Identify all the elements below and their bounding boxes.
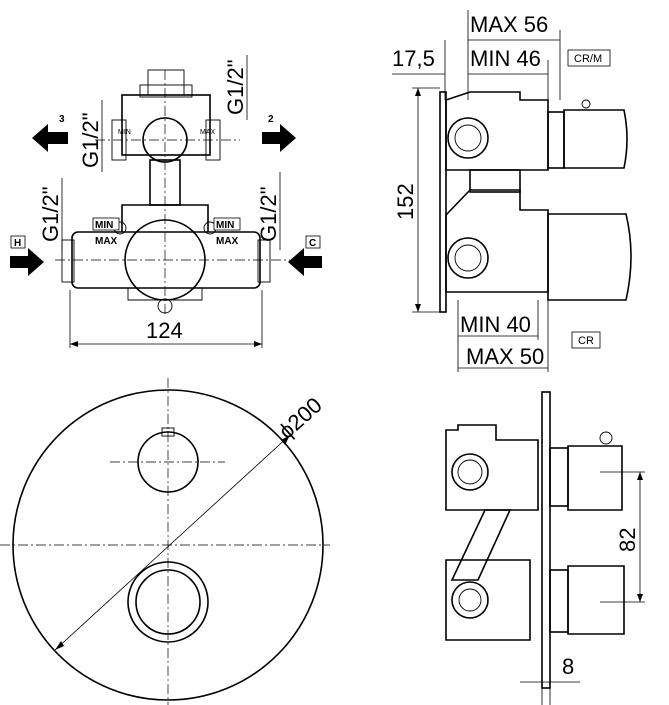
tag-cr: CR <box>571 331 601 349</box>
svg-text:MAX: MAX <box>216 236 239 247</box>
port-2-arrow: 2 <box>262 114 296 152</box>
port-3-arrow: 3 <box>32 114 68 152</box>
upper-side-body <box>445 91 549 171</box>
svg-text:H: H <box>14 238 21 249</box>
lower-knob-side <box>567 565 625 635</box>
height-dimension: 152 <box>393 183 418 220</box>
upper-knob-side <box>567 445 623 511</box>
cover-plate-edge <box>541 391 551 689</box>
front-plate-view: ϕ200 <box>0 378 330 705</box>
upper-port-circle <box>142 117 188 163</box>
svg-text:CR/M: CR/M <box>574 53 602 65</box>
lower-body <box>71 231 261 289</box>
right-min-max-tag: MIN MAX <box>213 217 241 247</box>
thread-label-left-upper: G1/2" <box>78 112 103 168</box>
right-side-lug <box>205 119 221 161</box>
lower-unit-body <box>445 559 531 641</box>
upper-unit-body <box>445 424 539 511</box>
diameter-label: ϕ200 <box>274 392 327 443</box>
lower-side-port <box>447 237 489 279</box>
left-side-lug <box>111 119 127 161</box>
max-depth-label: MAX 56 <box>470 12 548 37</box>
bottom-screw <box>157 298 173 314</box>
left-inlet-stub <box>61 239 75 283</box>
tag-crm: CR/M <box>567 49 611 67</box>
left-min-max-tag: MIN MAX <box>92 217 120 247</box>
thermostat-knob <box>135 569 201 635</box>
side-neck <box>469 169 521 193</box>
port-h-arrow: H <box>10 235 44 276</box>
thermostat-ring <box>127 561 209 643</box>
upper-cartridge <box>547 111 565 169</box>
mounting-plate <box>439 91 447 313</box>
side-view-body: MAX 56 MIN 46 17,5 CR/M 152 <box>392 10 632 372</box>
top-nut <box>139 84 193 98</box>
plate-thickness: 8 <box>562 654 574 679</box>
diverter-knob <box>137 431 199 493</box>
front-view-valve-body: MIN MAX MIN MAX MIN MAX 3 <box>10 55 322 348</box>
spacing-dimension: 82 <box>615 528 640 552</box>
lower-side-body <box>445 189 549 293</box>
small-min-label: MIN <box>118 129 131 136</box>
max-lower-label: MAX 50 <box>466 344 544 369</box>
thread-label-right-lower: G1/2" <box>256 186 281 242</box>
port-c-arrow: C <box>288 235 322 276</box>
svg-text:2: 2 <box>268 114 274 125</box>
small-max-label: MAX <box>200 129 216 136</box>
thread-label-left-lower: G1/2" <box>38 186 63 242</box>
lower-handle <box>547 213 632 301</box>
diameter-leader <box>54 434 291 651</box>
upper-side-port <box>447 117 489 159</box>
upper-housing <box>121 204 209 232</box>
cover-plate-circle <box>12 389 324 701</box>
svg-text:3: 3 <box>59 114 65 125</box>
upper-block <box>121 94 211 156</box>
svg-text:MIN: MIN <box>95 220 113 231</box>
connector-pipe <box>450 509 512 581</box>
top-cap <box>147 69 185 96</box>
upper-knob <box>563 109 628 169</box>
knob-indicator <box>161 427 175 437</box>
right-inlet-stub <box>257 239 271 283</box>
thread-label-top: G1/2" <box>223 59 248 115</box>
bottom-flange <box>127 288 203 301</box>
min-depth-label: MIN 46 <box>470 46 541 71</box>
svg-text:C: C <box>309 238 316 249</box>
offset-label: 17,5 <box>392 46 435 71</box>
installed-side-view: 82 8 <box>445 391 645 705</box>
min-lower-label: MIN 40 <box>460 312 531 337</box>
width-dimension: 124 <box>146 318 183 343</box>
svg-text:CR: CR <box>578 335 594 347</box>
svg-text:MIN: MIN <box>216 220 234 231</box>
svg-text:MAX: MAX <box>95 236 118 247</box>
